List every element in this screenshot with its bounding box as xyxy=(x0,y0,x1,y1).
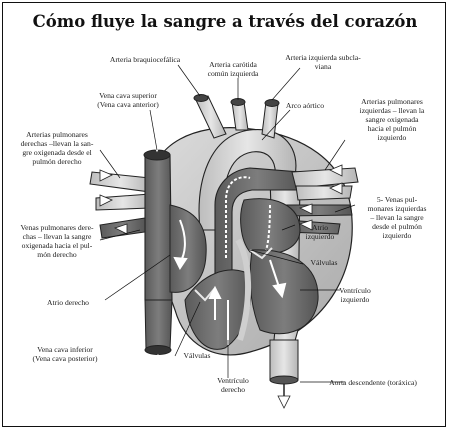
label-line: Aorta descendente (toráxica) xyxy=(329,378,417,387)
label-line: derechas –llevan la san- xyxy=(21,139,94,148)
label-line: 5- Venas pul- xyxy=(377,195,418,204)
label-line: Válvulas xyxy=(311,258,338,267)
inferior-vena-cava-opening xyxy=(145,346,171,355)
label-line: izquierdo xyxy=(341,295,370,304)
subclavian-opening xyxy=(265,100,279,107)
label-line: gre oxigenada desde el xyxy=(22,148,91,157)
label-venas-pulm-der: Venas pulmonares dere-chas – llevan la s… xyxy=(21,223,94,259)
label-line: (Vena cava anterior) xyxy=(97,100,159,109)
label-arteria-braquiocefalica: Arteria braquiocefálica xyxy=(110,55,181,64)
label-line: – llevan la sangre xyxy=(369,213,424,222)
inferior-vena-cava xyxy=(145,300,172,350)
label-line: (Vena cava posterior) xyxy=(33,354,98,363)
label-line: chas – llevan la sangre xyxy=(23,232,92,241)
label-line: pulmón derecho xyxy=(32,157,81,166)
right-pulmonary-artery-upper xyxy=(90,172,150,192)
label-line: món derecho xyxy=(37,250,77,259)
label-line: Atrio xyxy=(312,223,328,232)
label-vena-cava-superior: Vena cava superior(Vena cava anterior) xyxy=(97,91,159,109)
label-line: hacia el pulmón xyxy=(368,124,417,133)
descending-aorta-lower xyxy=(270,340,298,380)
descending-aorta-opening xyxy=(270,376,298,384)
label-line: viana xyxy=(315,62,332,71)
label-line: sangre oxigenada xyxy=(366,115,420,124)
label-valvulas-centro: Válvulas xyxy=(184,351,211,360)
label-line: monares izquierdas xyxy=(368,204,427,213)
label-line: Arteria braquiocefálica xyxy=(110,55,181,64)
label-line: izquierdo xyxy=(378,133,407,142)
label-line: izquierdo xyxy=(306,232,335,241)
diagram-title: Cómo fluye la sangre a través del corazó… xyxy=(33,12,418,31)
label-line: Arteria izquierda subcla- xyxy=(285,53,361,62)
left-pulmonary-artery-upper xyxy=(292,168,358,188)
label-arteria-subclavia: Arteria izquierda subcla-viana xyxy=(285,53,361,71)
left-pulmonary-artery-lower xyxy=(296,186,352,200)
label-vena-cava-inferior: Vena cava inferior(Vena cava posterior) xyxy=(33,345,98,363)
label-line: izquierdas – llevan la xyxy=(360,106,425,115)
brachiocephalic-opening xyxy=(194,95,208,102)
superior-vena-cava xyxy=(145,155,172,300)
label-line: Vena cava inferior xyxy=(37,345,93,354)
label-arco-aortico: Arco aórtico xyxy=(286,101,324,110)
label-line: izquierdo xyxy=(383,231,412,240)
label-line: Venas pulmonares dere- xyxy=(21,223,94,232)
label-line: Ventrículo xyxy=(217,376,249,385)
label-line: Ventrículo xyxy=(339,286,371,295)
label-line: Arterias pulmonares xyxy=(26,130,88,139)
label-atrio-derecho: Atrio derecho xyxy=(47,298,89,307)
label-line: Vena cava superior xyxy=(99,91,157,100)
label-line: Atrio derecho xyxy=(47,298,89,307)
label-line: común izquierda xyxy=(208,69,259,78)
label-venas-pulm-izq: 5- Venas pul-monares izquierdas– llevan … xyxy=(368,195,427,240)
label-line: desde el pulmón xyxy=(372,222,422,231)
label-valvulas-derecha: Válvulas xyxy=(311,258,338,267)
label-line: Arteria carótida xyxy=(209,60,257,69)
label-line: Arco aórtico xyxy=(286,101,324,110)
label-line: oxigenada hacia el pul- xyxy=(22,241,93,250)
carotid-artery xyxy=(232,102,248,130)
label-line: derecho xyxy=(221,385,245,394)
label-line: Arterias pulmonares xyxy=(361,97,423,106)
label-aorta-descendente: Aorta descendente (toráxica) xyxy=(329,378,417,387)
label-line: Válvulas xyxy=(184,351,211,360)
